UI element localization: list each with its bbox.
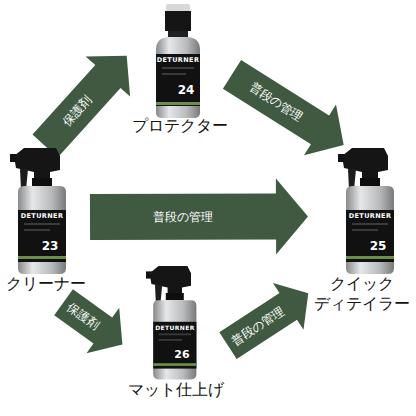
block-arrow: [90, 179, 308, 255]
arrow-label: 普段の管理: [153, 210, 213, 224]
block-arrow: [223, 60, 344, 155]
product-node: クイック ディテイラー: [310, 146, 414, 314]
product-name: クイック ディテイラー: [310, 274, 414, 314]
product-name: プロテクター: [128, 116, 232, 136]
cleaner-bottle: [10, 148, 66, 274]
product-node: プロテクター: [128, 2, 232, 136]
arrow-label: 保護剤: [64, 300, 101, 332]
block-arrow: [219, 283, 308, 359]
brand-label: DETURNER: [349, 213, 392, 220]
brand-label: DETURNER: [21, 213, 64, 220]
block-arrow: [33, 56, 131, 158]
arrow-label: 普段の管理: [229, 304, 287, 348]
product-number: 26: [174, 349, 189, 360]
product-node: マット仕上げ: [124, 264, 228, 400]
matte-bottle: [146, 266, 196, 379]
product-number: 25: [370, 240, 387, 252]
product-node: クリーナー: [2, 146, 90, 294]
arrow-label: 普段の管理: [247, 80, 305, 124]
product-name: マット仕上げ: [124, 380, 228, 400]
product-number: 23: [42, 240, 59, 252]
product-number: 24: [178, 84, 195, 96]
arrow-label: 保護剤: [59, 93, 94, 129]
detailer-bottle: [338, 148, 394, 274]
block-arrow: [54, 289, 122, 353]
brand-label: DETURNER: [155, 325, 195, 331]
product-name: クリーナー: [2, 274, 90, 294]
protector-bottle: [156, 4, 200, 118]
brand-label: DETURNER: [157, 57, 200, 64]
